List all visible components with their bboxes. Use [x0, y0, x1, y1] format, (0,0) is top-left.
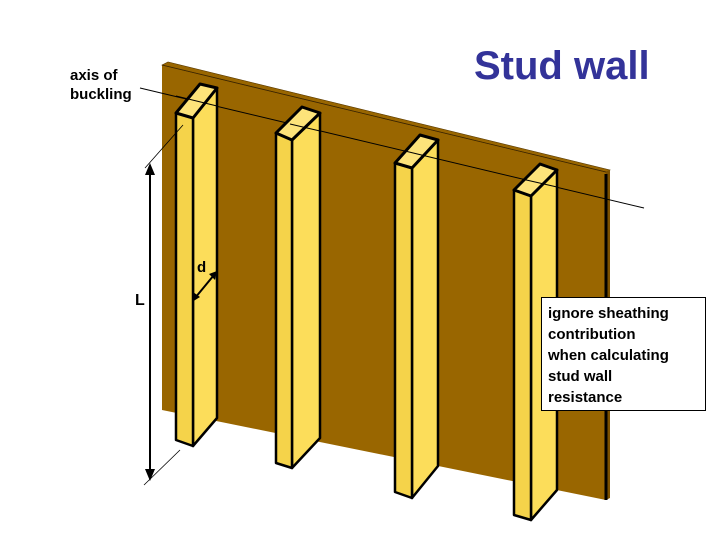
note-line: resistance [548, 389, 623, 406]
note-line: stud wall [548, 368, 613, 385]
note-line: ignore sheathing [548, 305, 669, 322]
stud-2 [274, 105, 322, 470]
length-label: L [135, 292, 145, 309]
stud-3 [393, 133, 440, 500]
depth-label: d [197, 259, 207, 276]
note-box: ignore sheathing contribution when calcu… [541, 297, 706, 411]
page-title: Stud wall [474, 44, 650, 88]
axis-label-line-1: axis of [70, 67, 118, 84]
axis-label-line-2: buckling [70, 86, 132, 103]
sheathing-panel [161, 61, 611, 500]
note-line: when calculating [548, 347, 669, 364]
length-dimension-arrow [145, 163, 155, 481]
extension-line-top [144, 124, 184, 169]
axis-of-buckling-label: axis of buckling [70, 66, 132, 104]
note-line: contribution [548, 326, 636, 343]
axis-of-buckling-line [139, 87, 645, 209]
depth-dimension-arrow [192, 271, 217, 302]
